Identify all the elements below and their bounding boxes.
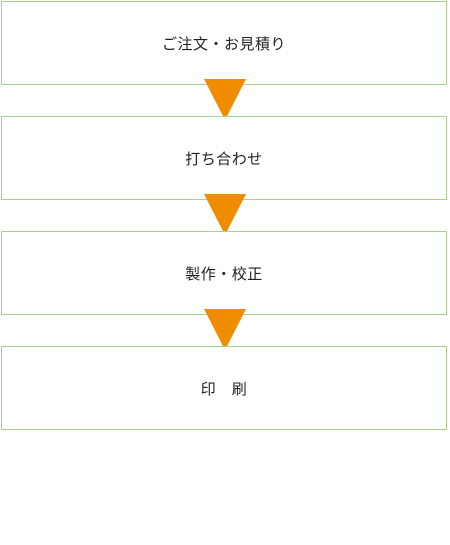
down-arrow-icon (204, 194, 246, 235)
step-order-estimate: ご注文・お見積り (1, 1, 447, 85)
down-arrow-icon (204, 79, 246, 120)
step-meeting: 打ち合わせ (1, 116, 447, 200)
step-label: 打ち合わせ (185, 149, 263, 168)
step-label: 印 刷 (200, 379, 248, 398)
step-label: ご注文・お見積り (161, 34, 286, 53)
step-production-proofing: 製作・校正 (1, 231, 447, 315)
down-arrow-icon (204, 309, 246, 350)
step-printing: 印 刷 (1, 346, 447, 430)
step-label: 製作・校正 (185, 264, 263, 283)
